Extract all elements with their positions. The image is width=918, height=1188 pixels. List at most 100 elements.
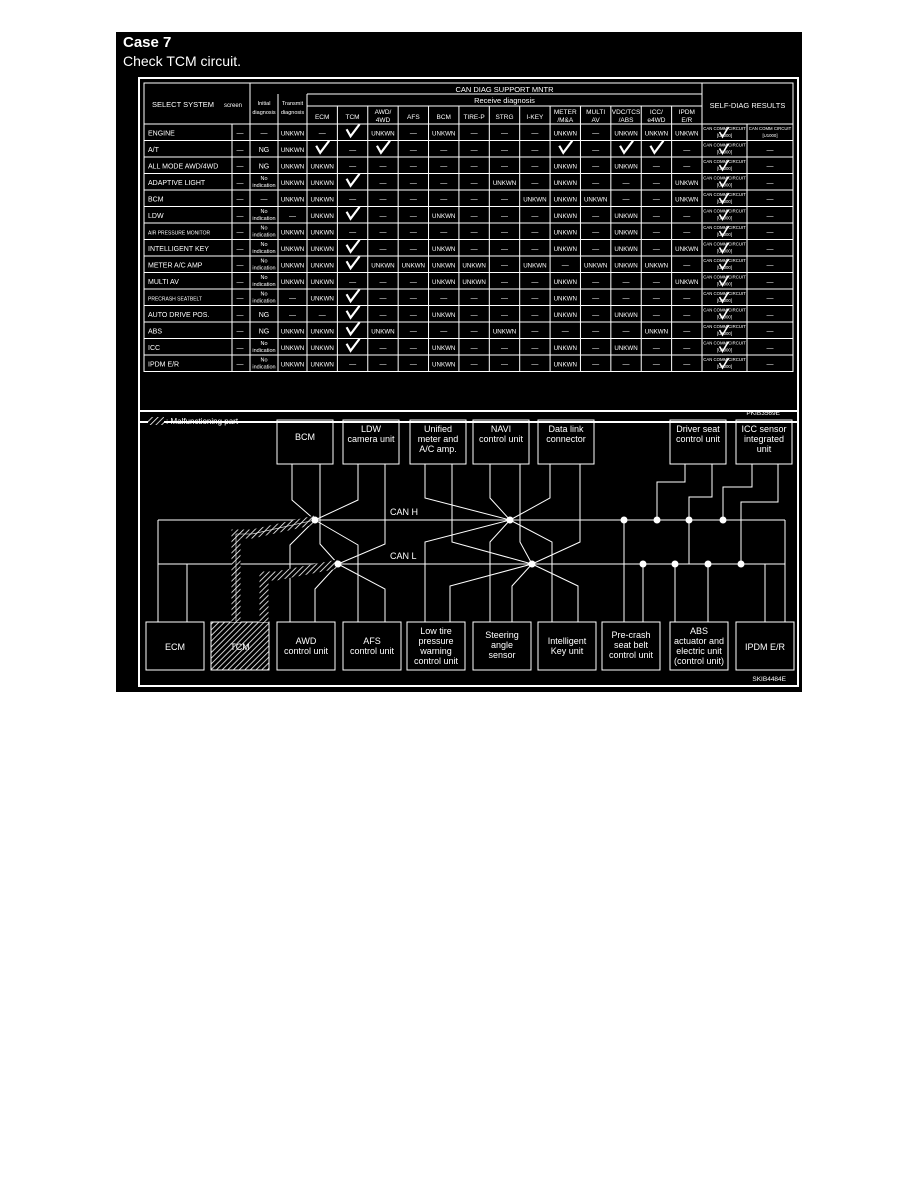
receive-diag-cell: — — [379, 279, 386, 286]
table-row-system: INTELLIGENT KEY — [148, 246, 209, 253]
receive-diag-cell: — — [531, 130, 538, 137]
splice-dot — [528, 560, 536, 568]
self-diag-result: [U1000] — [717, 166, 732, 171]
transmit-diag-cell: — — [289, 312, 296, 319]
self-diag-result: — — [767, 180, 774, 187]
self-diag-result: — — [767, 361, 774, 368]
check-mark-icon — [345, 206, 361, 221]
check-mark-icon — [718, 126, 730, 139]
receive-diag-cell: — — [683, 328, 690, 335]
initial-diag-cell: No — [260, 209, 267, 215]
receive-diag-cell: — — [410, 213, 417, 220]
check-mark-icon — [718, 275, 730, 288]
initial-diag-cell: indication — [252, 183, 275, 189]
receive-diag-cell: — — [592, 180, 599, 187]
receive-diag-cell: UNKWN — [432, 246, 455, 253]
self-diag-result: CAN COMM CIRCUIT — [703, 143, 746, 148]
splice-dot — [506, 516, 514, 524]
receive-diag-cell: — — [471, 345, 478, 352]
check-mark-icon — [315, 140, 331, 155]
receive-column-header: METER — [554, 109, 577, 116]
unit-label: Intelligent — [548, 636, 587, 646]
receive-diag-cell: — — [592, 130, 599, 137]
receive-column-header: AWD/ — [375, 109, 392, 116]
self-diag-result: — — [767, 262, 774, 269]
receive-diag-cell: — — [592, 361, 599, 368]
self-diag-result: CAN COMM CIRCUIT — [703, 159, 746, 164]
transmit-diag-cell: UNKWN — [281, 279, 304, 286]
receive-diag-cell: — — [501, 163, 508, 170]
check-mark-icon — [345, 123, 361, 139]
initial-diag-cell: NG — [259, 312, 270, 319]
receive-diag-cell: UNKWN — [614, 246, 637, 253]
receive-diag-cell: — — [501, 295, 508, 302]
receive-diag-cell: — — [410, 361, 417, 368]
unit-label: connector — [546, 434, 586, 444]
self-diag-result: CAN COMM CIRCUIT — [703, 126, 746, 131]
receive-diag-cell: UNKWN — [614, 213, 637, 220]
initial-diag-cell: No — [260, 258, 267, 264]
unit-label: warning — [419, 646, 452, 656]
wire — [509, 464, 551, 521]
unit-label: control unit — [414, 656, 459, 666]
self-diag-result: — — [767, 345, 774, 352]
splice-dot — [311, 516, 319, 524]
unit-label: Pre-crash — [611, 630, 650, 640]
wire — [519, 464, 533, 565]
check-mark-icon — [718, 258, 730, 271]
receive-diag-cell: — — [592, 246, 599, 253]
receive-diag-cell: — — [379, 246, 386, 253]
receive-diag-cell: — — [440, 328, 447, 335]
self-diag-result: CAN COMM CIRCUIT — [703, 291, 746, 296]
unit-box — [472, 419, 530, 465]
receive-diag-cell: UNKWN — [614, 262, 637, 269]
receive-diag-cell: — — [623, 295, 630, 302]
receive-diag-cell: — — [501, 130, 508, 137]
select-system-label: SELECT SYSTEM — [152, 100, 214, 109]
self-diag-result: — — [767, 163, 774, 170]
receive-diag-cell: — — [623, 279, 630, 286]
receive-diag-cell: — — [683, 163, 690, 170]
initial-diag-cell: No — [260, 176, 267, 182]
initial-diag-cell: indication — [252, 298, 275, 304]
receive-diag-cell: — — [531, 361, 538, 368]
receive-diag-cell: UNKWN — [523, 262, 546, 269]
receive-diag-cell: — — [683, 147, 690, 154]
legend-label: : Malfunctioning part — [166, 417, 239, 426]
receive-diag-cell: — — [471, 180, 478, 187]
wire — [656, 464, 686, 520]
receive-diag-cell: UNKWN — [311, 180, 334, 187]
can-h-label: CAN H — [390, 507, 418, 517]
check-mark-icon — [345, 239, 361, 254]
unit-label: BCM — [295, 432, 315, 442]
initial-diag-cell: indication — [252, 348, 275, 354]
unit-label: pressure — [418, 636, 453, 646]
wire — [489, 464, 511, 521]
receive-diag-cell: — — [440, 163, 447, 170]
receive-diag-cell: UNKWN — [584, 196, 607, 203]
self-diag-result: [U1000] — [717, 298, 732, 303]
receive-diag-cell: UNKWN — [371, 130, 394, 137]
table-row-dash: — — [237, 213, 244, 220]
receive-diag-cell: — — [410, 328, 417, 335]
receive-diag-cell: UNKWN — [614, 312, 637, 319]
self-diag-result: CAN COMM CIRCUIT — [703, 341, 746, 346]
unit-label: Steering — [485, 630, 519, 640]
receive-diag-cell: — — [683, 345, 690, 352]
receive-diag-cell: — — [653, 312, 660, 319]
receive-diag-cell: — — [349, 229, 356, 236]
can-l-label: CAN L — [390, 551, 417, 561]
wire — [531, 464, 581, 565]
receive-diag-cell: — — [683, 361, 690, 368]
receive-diag-cell: — — [501, 229, 508, 236]
case-subtitle: Check TCM circuit. — [123, 53, 241, 69]
receive-diag-cell: — — [531, 180, 538, 187]
receive-diag-cell: UNKWN — [584, 262, 607, 269]
receive-diag-cell: UNKWN — [675, 279, 698, 286]
receive-diag-cell: UNKWN — [311, 196, 334, 203]
receive-diag-cell: UNKWN — [432, 279, 455, 286]
self-diag-result: CAN COMM CIRCUIT — [703, 209, 746, 214]
initial-diag-cell: No — [260, 291, 267, 297]
